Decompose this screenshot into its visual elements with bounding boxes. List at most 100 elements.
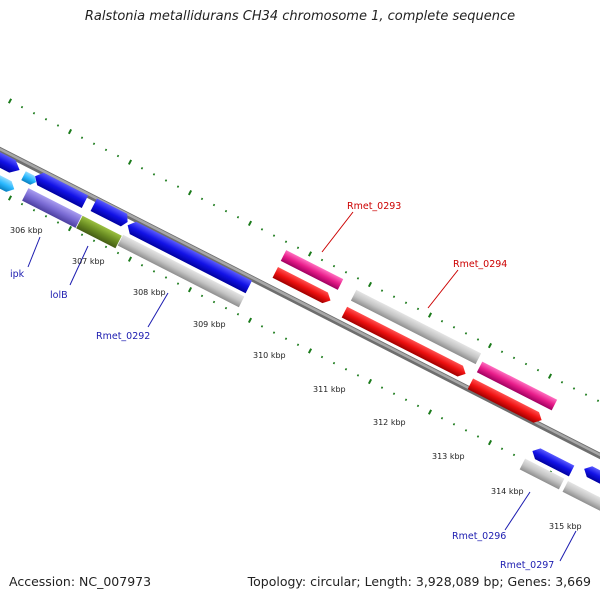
minor-tick bbox=[476, 338, 480, 341]
minor-tick bbox=[452, 326, 456, 329]
major-tick bbox=[187, 287, 193, 293]
minor-tick bbox=[452, 423, 456, 426]
minor-tick bbox=[296, 343, 300, 347]
minor-tick bbox=[44, 215, 48, 218]
minor-tick bbox=[296, 246, 300, 250]
gene-label-rmet0293[interactable]: Rmet_0293 bbox=[347, 201, 401, 212]
major-tick bbox=[547, 373, 553, 379]
gene-red-long[interactable] bbox=[341, 306, 469, 379]
major-tick bbox=[487, 439, 493, 446]
gene-blue-far-right[interactable] bbox=[581, 464, 600, 493]
gene-blue-small[interactable] bbox=[90, 198, 131, 228]
minor-tick bbox=[92, 239, 96, 243]
scale-label: 307 kbp bbox=[72, 257, 105, 266]
minor-tick bbox=[200, 294, 204, 298]
scale-label: 314 kbp bbox=[491, 487, 524, 496]
minor-tick bbox=[104, 148, 108, 152]
minor-tick bbox=[512, 453, 516, 457]
minor-tick bbox=[56, 221, 60, 224]
minor-tick bbox=[116, 251, 120, 255]
minor-tick bbox=[416, 404, 420, 408]
minor-tick bbox=[236, 312, 240, 316]
gene-olive-lolb[interactable] bbox=[76, 215, 122, 249]
gene-red-short[interactable] bbox=[272, 267, 334, 306]
gene-magenta-rmet0293[interactable] bbox=[280, 250, 344, 290]
minor-tick bbox=[200, 197, 204, 201]
minor-tick bbox=[20, 105, 24, 109]
gene-magenta-right[interactable] bbox=[476, 361, 558, 411]
scale-label: 308 kbp bbox=[133, 288, 166, 297]
major-tick bbox=[127, 159, 133, 165]
scale-label: 310 kbp bbox=[253, 351, 286, 360]
minor-tick bbox=[500, 350, 504, 354]
minor-tick bbox=[20, 202, 24, 206]
minor-tick bbox=[416, 307, 420, 311]
scale-label: 311 kbp bbox=[313, 385, 346, 394]
minor-tick bbox=[524, 362, 528, 366]
gene-label-rmet0292[interactable]: Rmet_0292 bbox=[96, 331, 150, 342]
minor-tick bbox=[356, 277, 360, 280]
minor-tick bbox=[92, 142, 96, 146]
minor-tick bbox=[140, 264, 144, 267]
minor-tick bbox=[392, 392, 396, 395]
gene-label-rmet0294[interactable]: Rmet_0294 bbox=[453, 259, 507, 270]
minor-tick bbox=[392, 295, 396, 298]
gene-cyan-small[interactable] bbox=[21, 171, 38, 186]
minor-tick bbox=[176, 185, 180, 188]
minor-tick bbox=[464, 429, 468, 432]
minor-tick bbox=[152, 270, 156, 273]
major-tick bbox=[7, 195, 13, 201]
gene-label-lolb[interactable]: lolB bbox=[50, 290, 68, 301]
gene-blue-lower-right[interactable] bbox=[530, 446, 575, 477]
gene-label-rmet0297[interactable]: Rmet_0297 bbox=[500, 560, 554, 571]
major-tick bbox=[367, 378, 373, 385]
minor-tick bbox=[512, 356, 516, 360]
major-tick bbox=[487, 342, 493, 349]
minor-tick bbox=[44, 118, 48, 121]
minor-tick bbox=[500, 447, 504, 451]
topology-summary: Topology: circular; Length: 3,928,089 bp… bbox=[247, 574, 591, 589]
minor-tick bbox=[32, 208, 36, 212]
minor-tick bbox=[284, 337, 288, 340]
minor-tick bbox=[272, 331, 276, 334]
gene-gray-rmet0292[interactable] bbox=[117, 234, 245, 308]
gene-gray-rmet0297[interactable] bbox=[562, 481, 600, 519]
gene-purple[interactable] bbox=[22, 188, 82, 228]
gene-cyan-partial[interactable] bbox=[0, 163, 17, 195]
gene-labels: ipk lolB Rmet_0292 Rmet_0293 Rmet_0294 R… bbox=[10, 201, 554, 571]
minor-tick bbox=[116, 154, 120, 158]
minor-tick bbox=[320, 355, 324, 359]
minor-tick bbox=[260, 325, 264, 328]
accession-label: Accession: NC_007973 bbox=[9, 574, 152, 589]
minor-tick bbox=[344, 271, 348, 274]
callout-lines bbox=[27, 211, 577, 562]
minor-tick bbox=[440, 319, 444, 323]
minor-tick bbox=[404, 398, 408, 402]
minor-tick bbox=[560, 381, 564, 384]
gene-red-right[interactable] bbox=[467, 378, 545, 425]
minor-tick bbox=[164, 276, 168, 279]
major-tick bbox=[127, 256, 133, 262]
inner-tick-track bbox=[7, 195, 600, 499]
scale-label: 315 kbp bbox=[549, 522, 582, 531]
gene-gray-rmet0294[interactable] bbox=[350, 289, 482, 365]
gene-blue-long[interactable] bbox=[124, 219, 252, 294]
major-tick bbox=[307, 251, 313, 257]
major-tick bbox=[247, 220, 253, 226]
major-tick bbox=[187, 190, 193, 196]
minor-tick bbox=[356, 374, 360, 377]
minor-tick bbox=[104, 245, 108, 249]
minor-tick bbox=[440, 416, 444, 420]
gene-features bbox=[0, 140, 600, 519]
gene-label-rmet0296[interactable]: Rmet_0296 bbox=[452, 531, 506, 542]
gene-gray-rmet0296[interactable] bbox=[519, 458, 565, 490]
gene-blue-partial[interactable] bbox=[0, 140, 23, 176]
minor-tick bbox=[164, 179, 168, 182]
minor-tick bbox=[284, 240, 288, 243]
gene-blue-ipk[interactable] bbox=[32, 170, 89, 208]
scale-label: 306 kbp bbox=[10, 226, 43, 235]
minor-tick bbox=[152, 173, 156, 176]
gene-label-ipk[interactable]: ipk bbox=[10, 269, 25, 280]
